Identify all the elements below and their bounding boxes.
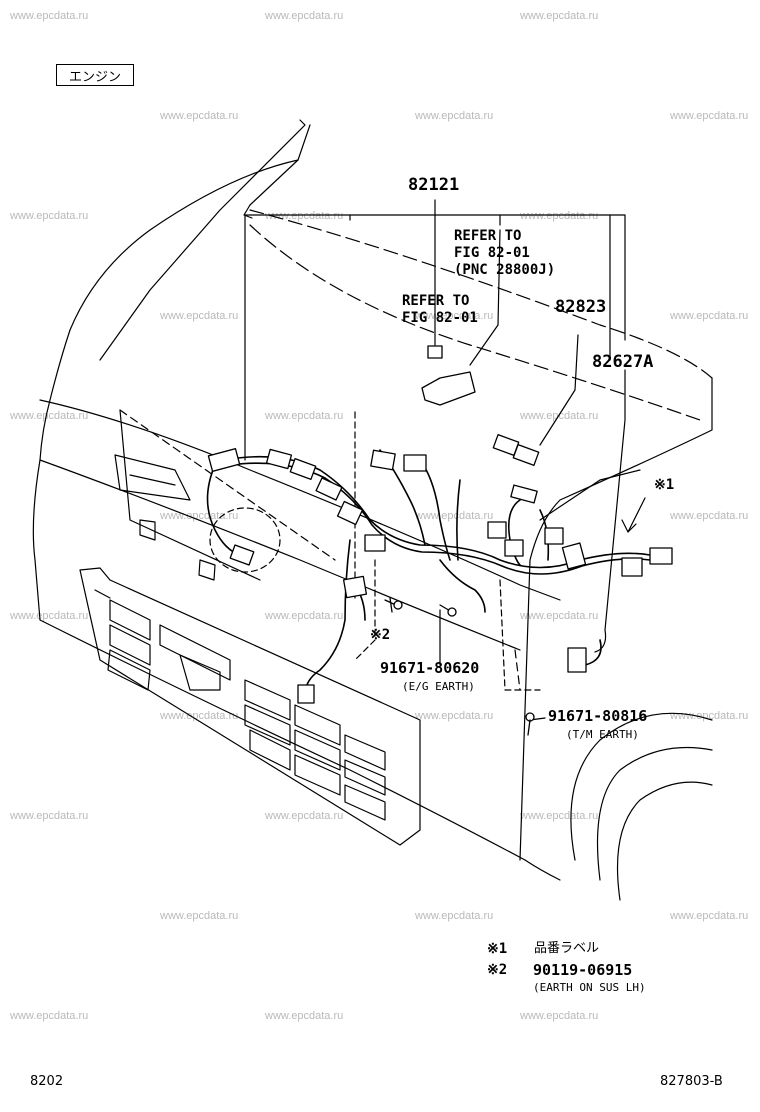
watermark-text: www.epcdata.ru (415, 910, 494, 922)
watermark-text: www.epcdata.ru (265, 1010, 344, 1022)
watermark-text: www.epcdata.ru (265, 10, 344, 22)
watermark-text: www.epcdata.ru (415, 710, 494, 722)
watermark-text: www.epcdata.ru (520, 810, 599, 822)
part-number-91671-80620: 91671-80620 (380, 659, 480, 677)
hood-outline (249, 209, 713, 421)
reference-note-pnc-28800j: REFER TO FIG 82-01 (PNC 28800J) (454, 228, 556, 278)
legend-mark-2: ※2 (487, 962, 508, 978)
page-code: 8202 (30, 1074, 64, 1089)
headlight-outline (114, 454, 281, 581)
leader-bracket (244, 199, 646, 721)
watermark-text: www.epcdata.ru (670, 510, 749, 522)
watermark-text: www.epcdata.ru (10, 210, 89, 222)
watermark-text: www.epcdata.ru (10, 810, 89, 822)
windshield-outline (69, 119, 311, 361)
part-note-tm-earth: (T/M EARTH) (566, 728, 639, 741)
watermark-text: www.epcdata.ru (265, 810, 344, 822)
watermark-text: www.epcdata.ru (160, 310, 239, 322)
part-number-91671-80816: 91671-80816 (548, 707, 648, 725)
reference-note-fig-82-01: REFER TO FIG 82-01 (402, 293, 478, 326)
watermark-text: www.epcdata.ru (520, 610, 599, 622)
part-note-eg-earth: (E/G EARTH) (402, 680, 475, 693)
watermark-text: www.epcdata.ru (670, 310, 749, 322)
figure-code: 827803-B (660, 1074, 723, 1089)
section-label: エンジン (68, 69, 121, 85)
harness-connectors (207, 345, 673, 704)
grille-outline (79, 567, 421, 846)
part-number-82823: 82823 (555, 297, 607, 317)
legend-part-90119-06915: 90119-06915 (533, 961, 633, 979)
watermark-text: www.epcdata.ru (670, 910, 749, 922)
body-front-outline (32, 329, 713, 881)
watermark-text: www.epcdata.ru (415, 510, 494, 522)
watermark-text: www.epcdata.ru (670, 110, 749, 122)
part-number-82627a: 82627A (592, 352, 654, 372)
watermark-text: www.epcdata.ru (520, 210, 599, 222)
watermark-text: www.epcdata.ru (160, 710, 239, 722)
callout-mark-1: ※1 (654, 477, 675, 493)
watermark-text: www.epcdata.ru (520, 1010, 599, 1022)
wheel-arch-outline (570, 712, 713, 901)
watermark-text: www.epcdata.ru (10, 410, 89, 422)
watermark-text: www.epcdata.ru (265, 410, 344, 422)
watermark-text: www.epcdata.ru (160, 910, 239, 922)
watermark-text: www.epcdata.ru (160, 110, 239, 122)
watermark-text: www.epcdata.ru (520, 10, 599, 22)
legend-mark-1: ※1 (487, 941, 508, 957)
section-label-box: エンジン (56, 64, 134, 86)
legend-text-part-label: 品番ラベル (534, 941, 600, 956)
watermark-text: www.epcdata.ru (10, 610, 89, 622)
watermark-text: www.epcdata.ru (10, 10, 89, 22)
part-number-82121: 82121 (408, 175, 460, 195)
watermark-text: www.epcdata.ru (10, 1010, 89, 1022)
watermark-text: www.epcdata.ru (415, 110, 494, 122)
legend-note-earth-on-sus-lh: (EARTH ON SUS LH) (533, 981, 646, 994)
watermark-text: www.epcdata.ru (265, 610, 344, 622)
callout-mark-2: ※2 (370, 627, 391, 643)
watermark-text: www.epcdata.ru (265, 210, 344, 222)
earth-bolts (384, 597, 535, 736)
watermark-text: www.epcdata.ru (670, 710, 749, 722)
